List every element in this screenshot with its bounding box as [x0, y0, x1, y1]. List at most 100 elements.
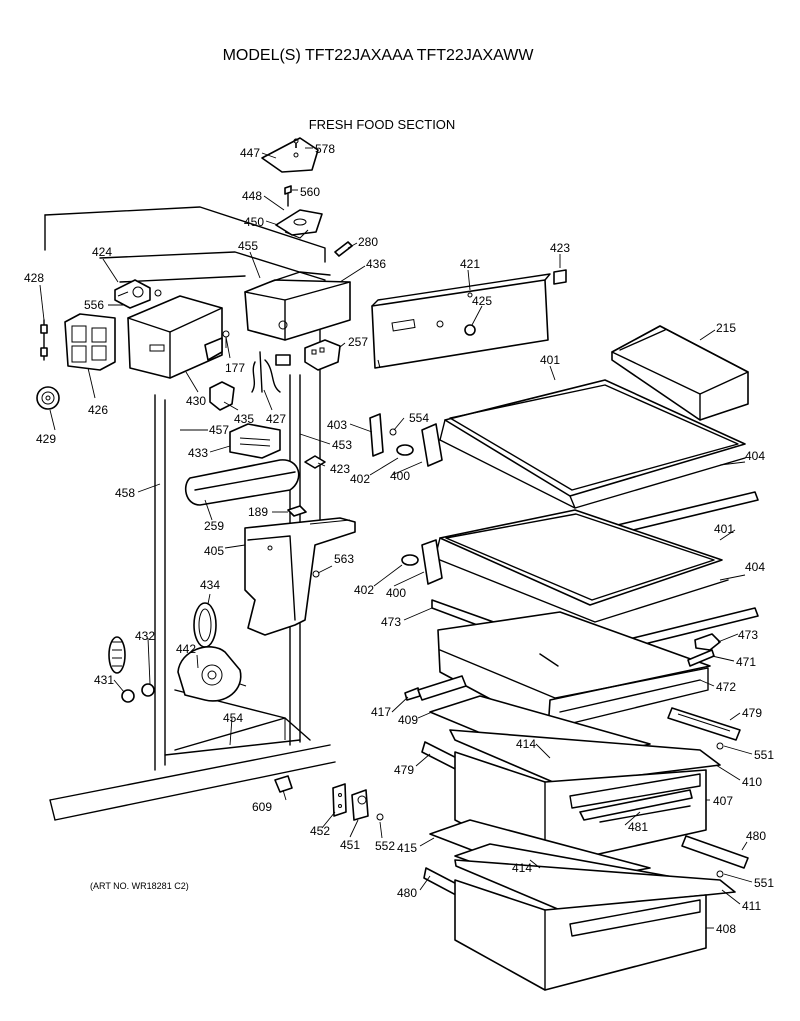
label-472: 472 — [716, 680, 736, 694]
label-425: 425 — [472, 294, 492, 308]
knob-432 — [108, 636, 126, 674]
label-428: 428 — [24, 271, 44, 285]
label-189: 189 — [248, 505, 268, 519]
label-280: 280 — [358, 235, 378, 249]
label-452: 452 — [310, 824, 330, 838]
pan-408 — [454, 879, 707, 991]
light-shield-436 — [244, 271, 351, 341]
label-427: 427 — [266, 412, 286, 426]
cam-609 — [274, 775, 293, 793]
leader-lines — [39, 147, 753, 929]
label-415: 415 — [397, 841, 417, 855]
hinge-451 — [351, 789, 369, 821]
label-433: 433 — [188, 446, 208, 460]
cover-447 — [261, 137, 319, 173]
label-403: 403 — [327, 418, 347, 432]
label-430: 430 — [186, 394, 206, 408]
label-556: 556 — [84, 298, 104, 312]
label-479a: 479 — [742, 706, 762, 720]
label-479b: 479 — [394, 763, 414, 777]
label-402b: 402 — [354, 583, 374, 597]
label-481: 481 — [628, 820, 648, 834]
label-552: 552 — [375, 839, 395, 853]
bin-215 — [611, 325, 749, 421]
label-471: 471 — [736, 655, 756, 669]
label-402a: 402 — [350, 472, 370, 486]
control-box-430 — [127, 295, 223, 379]
rail-479a — [667, 707, 741, 741]
label-177: 177 — [225, 361, 245, 375]
thermostat-424 — [114, 279, 162, 309]
bracket-400b — [401, 539, 443, 585]
label-480a: 480 — [746, 829, 766, 843]
label-442: 442 — [176, 642, 196, 656]
rail-480a — [681, 835, 749, 869]
label-401b: 401 — [714, 522, 734, 536]
label-426: 426 — [88, 403, 108, 417]
label-551a: 551 — [754, 748, 774, 762]
label-432: 432 — [135, 629, 155, 643]
label-409: 409 — [398, 713, 418, 727]
label-423b: 423 — [330, 462, 350, 476]
bulb-280 — [334, 241, 353, 257]
screw-551a — [716, 742, 724, 750]
bulb-423a — [553, 269, 567, 285]
label-455: 455 — [238, 239, 258, 253]
label-405: 405 — [204, 544, 224, 558]
label-417: 417 — [371, 705, 391, 719]
label-480b: 480 — [397, 886, 417, 900]
label-609: 609 — [252, 800, 272, 814]
section-title: FRESH FOOD SECTION — [309, 117, 456, 132]
label-436: 436 — [366, 257, 386, 271]
label-421: 421 — [460, 257, 480, 271]
duct-259 — [184, 459, 300, 506]
label-435: 435 — [234, 412, 254, 426]
label-423a: 423 — [550, 241, 570, 255]
shelf-401a — [439, 379, 746, 509]
label-473b: 473 — [738, 628, 758, 642]
label-458: 458 — [115, 486, 135, 500]
label-560: 560 — [300, 185, 320, 199]
knob-431 — [121, 683, 155, 703]
hinge-452 — [332, 783, 347, 817]
label-408: 408 — [716, 922, 736, 936]
housing-426 — [64, 313, 116, 371]
clip-428 — [40, 319, 48, 361]
handle-434 — [193, 602, 217, 648]
label-400a: 400 — [390, 469, 410, 483]
fan-429 — [36, 386, 60, 410]
label-404a: 404 — [745, 449, 765, 463]
bracket-400a — [396, 423, 443, 467]
pan-cover-472 — [437, 611, 711, 731]
label-563: 563 — [334, 552, 354, 566]
hinge-473b — [694, 633, 721, 651]
screw-560 — [284, 185, 292, 195]
label-554: 554 — [409, 411, 429, 425]
label-453: 453 — [332, 438, 352, 452]
label-215: 215 — [716, 321, 736, 335]
damper-442 — [177, 646, 247, 702]
label-257: 257 — [348, 335, 368, 349]
label-473a: 473 — [381, 615, 401, 629]
label-404b: 404 — [745, 560, 765, 574]
duct-cover-405 — [244, 517, 356, 636]
handle-481 — [579, 789, 693, 821]
slide-403 — [369, 413, 384, 457]
label-407: 407 — [713, 794, 733, 808]
harness-427 — [251, 351, 291, 393]
label-429: 429 — [36, 432, 56, 446]
label-454: 454 — [223, 711, 243, 725]
label-414b: 414 — [512, 861, 532, 875]
label-551b: 551 — [754, 876, 774, 890]
label-447: 447 — [240, 146, 260, 160]
panel-421 — [371, 273, 551, 369]
clip-423b — [304, 455, 326, 469]
support-409 — [417, 675, 467, 701]
label-410: 410 — [742, 775, 762, 789]
screw-551b — [716, 870, 724, 878]
label-411: 411 — [742, 899, 761, 913]
part-labels: 578 447 448 560 450 280 424 455 436 421 … — [24, 142, 774, 936]
label-457: 457 — [209, 423, 229, 437]
label-431: 431 — [94, 673, 114, 687]
